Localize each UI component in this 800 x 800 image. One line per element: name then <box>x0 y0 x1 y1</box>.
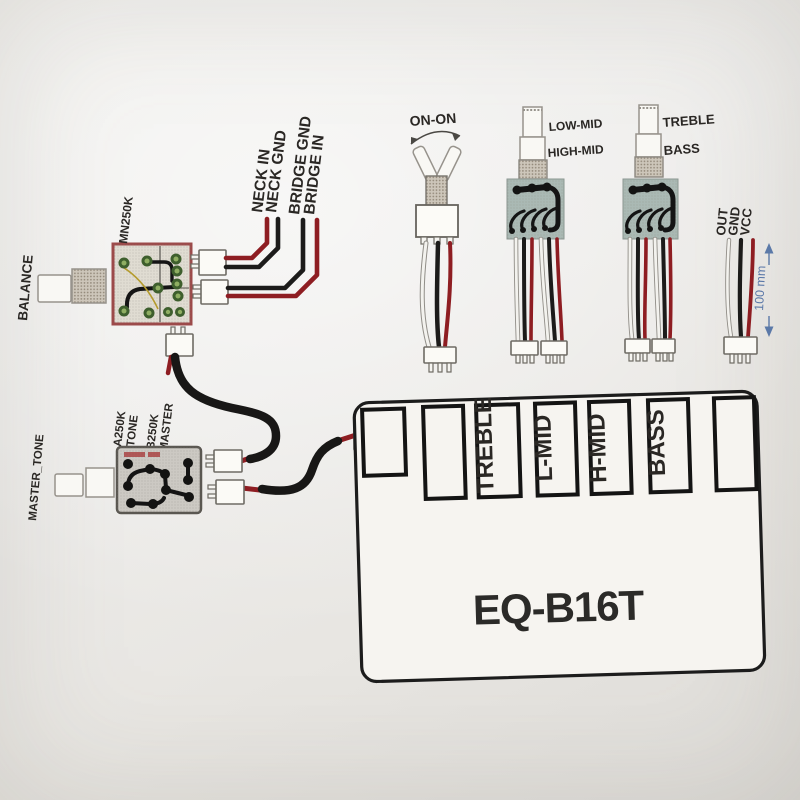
master-collar <box>85 467 115 498</box>
tb-connectors <box>624 338 676 362</box>
treble-bass-dual-pot: TREBLE BASS <box>622 104 715 362</box>
eq-slot-label-lmid: L-MID <box>529 414 558 481</box>
eq-slot-bass <box>645 397 693 495</box>
eq-unit-body <box>352 389 767 684</box>
toggle-connector <box>423 346 457 373</box>
master-connectors <box>205 449 245 505</box>
tb-bushing <box>634 156 664 178</box>
balance-connectors <box>190 249 229 305</box>
tb-wires <box>627 236 673 342</box>
mid-wires <box>513 236 564 344</box>
master-pcb <box>115 445 203 515</box>
master-shaft <box>54 473 84 497</box>
eq-slot-label-treble: TREBLE <box>470 397 500 494</box>
master-tone-pot: MASTER_TONE A250K TONE B250K MASTER <box>27 402 245 522</box>
balance-pot: BALANCE MN250K <box>15 115 328 357</box>
eq-slot-label-bass: BASS <box>642 409 671 476</box>
mid-outer-shaft <box>519 136 546 161</box>
dimension-100mm: 100 mm <box>752 243 774 337</box>
eq-slot-label-hmid: H-MID <box>583 413 612 483</box>
toggle-bushing <box>425 175 448 207</box>
eq-slot-blank-1 <box>420 403 468 501</box>
output-wires <box>725 237 755 340</box>
toggle-throw-arrow <box>410 130 461 145</box>
eq-slot-blank-2 <box>711 395 759 493</box>
balance-part-number: MN250K <box>116 195 136 244</box>
balance-pcb-pads <box>118 253 185 319</box>
balance-shaft <box>37 274 72 303</box>
gnd-wire-label: GND <box>725 206 743 236</box>
gang-a-value: A250K <box>112 410 128 448</box>
mid-inner-shaft <box>522 106 543 138</box>
balance-pot-label: BALANCE <box>15 254 36 321</box>
toggle-wires <box>419 240 453 350</box>
eq-slot-input <box>360 406 409 478</box>
tb-pcb <box>622 178 679 240</box>
tb-outer-shaft <box>635 133 662 158</box>
harness-cable-1 <box>170 352 281 464</box>
balance-bottom-connector <box>165 326 194 357</box>
output-harness: OUT GND VCC 100 mm <box>713 206 774 364</box>
vcc-wire-label: VCC <box>737 207 755 236</box>
output-connector <box>723 336 758 364</box>
harness-cable-2 <box>257 436 343 495</box>
mid-connectors <box>510 340 568 364</box>
mid-pcb <box>506 178 565 240</box>
eq-slot-treble <box>473 402 523 500</box>
mid-lower-label: HIGH-MID <box>547 142 604 160</box>
eq-unit: TREBLE L-MID H-MID BASS EQ-B16T <box>352 389 767 684</box>
tb-upper-label: TREBLE <box>662 111 715 130</box>
gang-b-name: MASTER <box>158 402 176 452</box>
toggle-body <box>415 204 459 238</box>
toggle-switch: ON-ON <box>409 110 462 373</box>
eq-slot-lmid <box>532 400 580 498</box>
gang-b-value: B250K <box>145 413 161 451</box>
tb-lower-label: BASS <box>663 140 700 158</box>
mid-upper-label: LOW-MID <box>548 116 603 134</box>
balance-bushing <box>71 268 107 304</box>
pickup-wires <box>223 216 320 299</box>
gang-a-name: TONE <box>125 414 141 447</box>
master-pcb-pads <box>123 458 194 509</box>
eq-slot-hmid <box>586 398 634 497</box>
master-tone-label: MASTER_TONE <box>27 434 47 522</box>
eq-unit-model: EQ-B16T <box>472 582 645 634</box>
toggle-switch-label: ON-ON <box>409 110 457 129</box>
tb-inner-shaft <box>638 104 659 135</box>
out-wire-label: OUT <box>713 207 731 236</box>
mid-bushing <box>518 159 548 180</box>
balance-pcb <box>111 242 193 326</box>
dimension-label: 100 mm <box>752 265 768 311</box>
mid-dual-pot: LOW-MID HIGH-MID <box>506 106 604 364</box>
neck-gnd-wire-label: NECK GND <box>263 129 290 213</box>
